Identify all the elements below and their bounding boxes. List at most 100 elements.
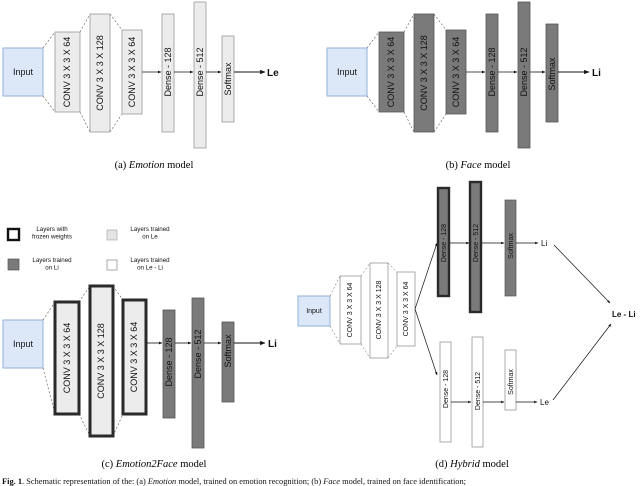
input-label: Input: [306, 308, 322, 315]
conv-label-1: CONV 3 X 3 X 64: [62, 323, 72, 394]
conv-label-3: CONV 3 X 3 X 64: [129, 322, 139, 393]
softmax-layer-top: [504, 199, 517, 297]
panel-b-face-model: Input CONV 3 X 3 X 64 CONV 3 X 3 X 128 C…: [326, 1, 601, 171]
softmax-label-top: Softmax: [508, 233, 515, 259]
dense-label-128-top: Dense - 128: [441, 224, 448, 262]
conv-label-1: CONV 3 X 3 X 64: [62, 37, 72, 108]
conv-layer-1: [378, 31, 405, 113]
conv-label-3: CONV 3 X 3 X 64: [451, 37, 461, 108]
input-box: [2, 319, 44, 369]
softmax-label: Softmax: [223, 334, 233, 368]
dense-label-128: Dense - 128: [164, 337, 174, 386]
dense-label-512: Dense - 512: [195, 47, 205, 96]
conv-layer-2: [413, 13, 435, 133]
conv-layer-1: [339, 275, 362, 345]
conv-layer-2: [369, 262, 389, 359]
softmax-layer: [545, 23, 559, 123]
output-label-combined: Le - Li: [612, 310, 636, 319]
dense-layer-128: [161, 13, 175, 133]
caption-d: (d) Hybrid model: [435, 459, 509, 470]
conv-label-3: CONV 3 X 3 X 64: [127, 37, 137, 108]
conv-label-2: CONV 3 X 3 X 128: [419, 35, 429, 111]
softmax-layer: [221, 321, 235, 403]
conv-label-1: CONV 3 X 3 X 64: [347, 282, 354, 337]
legend-swatch-trained-le: [106, 229, 118, 241]
dense-layer-512-top: [468, 180, 483, 314]
conv-label-2: CONV 3 X 3 X 128: [96, 323, 106, 399]
dense-label-128: Dense - 128: [487, 47, 497, 96]
connector-dashed: [112, 285, 124, 437]
legend-swatch-trained-le-li: [106, 259, 118, 271]
input-box: [297, 295, 331, 327]
dense-layer-128: [485, 13, 499, 133]
dense-layer-512: [191, 297, 205, 449]
connector-dashed: [433, 13, 447, 133]
conv-layer-1: [53, 300, 81, 416]
output-label: Li: [268, 339, 277, 350]
dense-layer-512: [517, 1, 531, 149]
connector-dashed: [329, 275, 341, 345]
dense-label-512-bottom: Dense - 512: [475, 372, 482, 410]
dense-label-128: Dense - 128: [163, 47, 173, 96]
conv-label-2: CONV 3 X 3 X 128: [95, 35, 105, 111]
dense-layer-128-bottom: [439, 341, 452, 443]
connector-dashed: [366, 31, 380, 113]
dense-label-128-bottom: Dense - 128: [443, 370, 450, 408]
connector-dashed: [387, 262, 398, 359]
dense-label-512: Dense - 512: [519, 47, 529, 96]
softmax-label-bottom: Softmax: [508, 369, 515, 395]
input-label: Input: [13, 67, 34, 77]
arrow-merge-top: [553, 244, 611, 304]
output-label-top: Li: [541, 239, 547, 248]
output-label: Le: [267, 68, 279, 79]
legend-swatch-frozen: [6, 227, 21, 242]
input-label: Input: [337, 67, 358, 77]
figure-caption: Fig. 1. Schematic representation of the:…: [2, 477, 466, 486]
dense-label-512: Dense - 512: [193, 329, 203, 378]
softmax-label: Softmax: [223, 62, 233, 96]
arrow-branch-bottom: [414, 308, 438, 376]
input-box: [2, 47, 44, 97]
dense-layer-512-bottom: [471, 336, 484, 448]
connector-dashed: [42, 301, 56, 415]
caption-c: (c) Emotion2Face model: [102, 459, 207, 470]
conv-layer-2: [89, 13, 111, 133]
conv-label-3: CONV 3 X 3 X 64: [403, 281, 410, 336]
input-box: [326, 47, 368, 97]
conv-layer-3: [121, 298, 148, 416]
dense-layer-128: [162, 309, 176, 419]
dense-label-512-top: Dense - 512: [473, 224, 480, 262]
conv-layer-2: [88, 284, 115, 438]
connector-dashed: [78, 285, 91, 437]
caption-b: (b) Face model: [446, 160, 511, 171]
arrow-merge-bottom: [552, 323, 612, 401]
dense-layer-512: [193, 1, 207, 149]
arrow-branch-top: [414, 242, 438, 310]
connector-dashed: [403, 13, 415, 133]
legend-swatch-trained-li: [7, 258, 20, 271]
input-label: Input: [13, 339, 34, 349]
softmax-layer-bottom: [504, 349, 517, 411]
caption-a: (a) Emotion model: [115, 160, 194, 171]
conv-label-2: CONV 3 X 3 X 128: [376, 281, 383, 340]
softmax-label: Softmax: [547, 57, 557, 91]
softmax-layer: [221, 35, 235, 123]
connector-dashed: [42, 31, 56, 113]
connector-dashed: [360, 262, 371, 359]
dense-layer-128-top: [436, 186, 451, 298]
output-label: Li: [592, 68, 601, 79]
conv-layer-1: [54, 31, 81, 113]
panel-a-emotion-model: Input CONV 3 X 3 X 64 CONV 3 X 3 X 128 C…: [2, 1, 279, 171]
conv-label-1: CONV 3 X 3 X 64: [386, 37, 396, 108]
connector-dashed: [109, 13, 123, 133]
panel-c-emotion2face-model: Input CONV 3 X 3 X 64 CONV 3 X 3 X 128 C…: [2, 284, 277, 470]
connector-dashed: [79, 13, 91, 133]
output-label-bottom: Le: [540, 398, 549, 407]
panel-d-hybrid-model: Input CONV 3 X 3 X 64 CONV 3 X 3 X 128 C…: [297, 180, 636, 470]
